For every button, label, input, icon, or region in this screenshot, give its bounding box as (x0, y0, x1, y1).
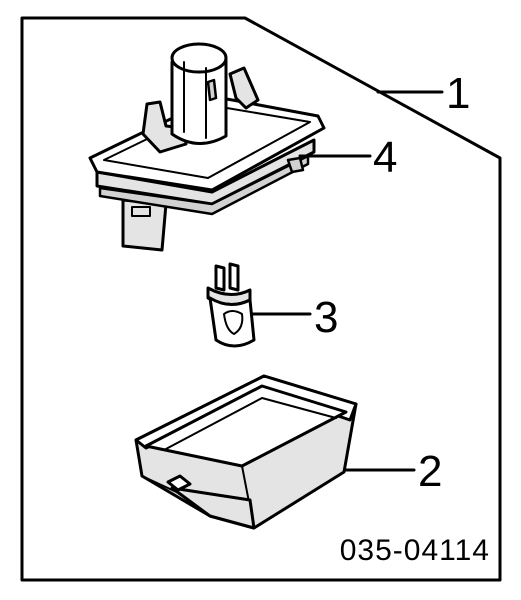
part-lamp-holder (88, 42, 326, 252)
callout-1: 1 (446, 69, 470, 118)
callout-4: 4 (373, 133, 397, 182)
callout-3: 3 (314, 293, 338, 342)
callout-2: 2 (418, 447, 442, 496)
part-bulb (206, 262, 256, 348)
part-number: 035-04114 (340, 534, 490, 567)
leader-lines (250, 90, 444, 472)
diagram-frame (20, 16, 502, 582)
part-lens (134, 374, 358, 530)
